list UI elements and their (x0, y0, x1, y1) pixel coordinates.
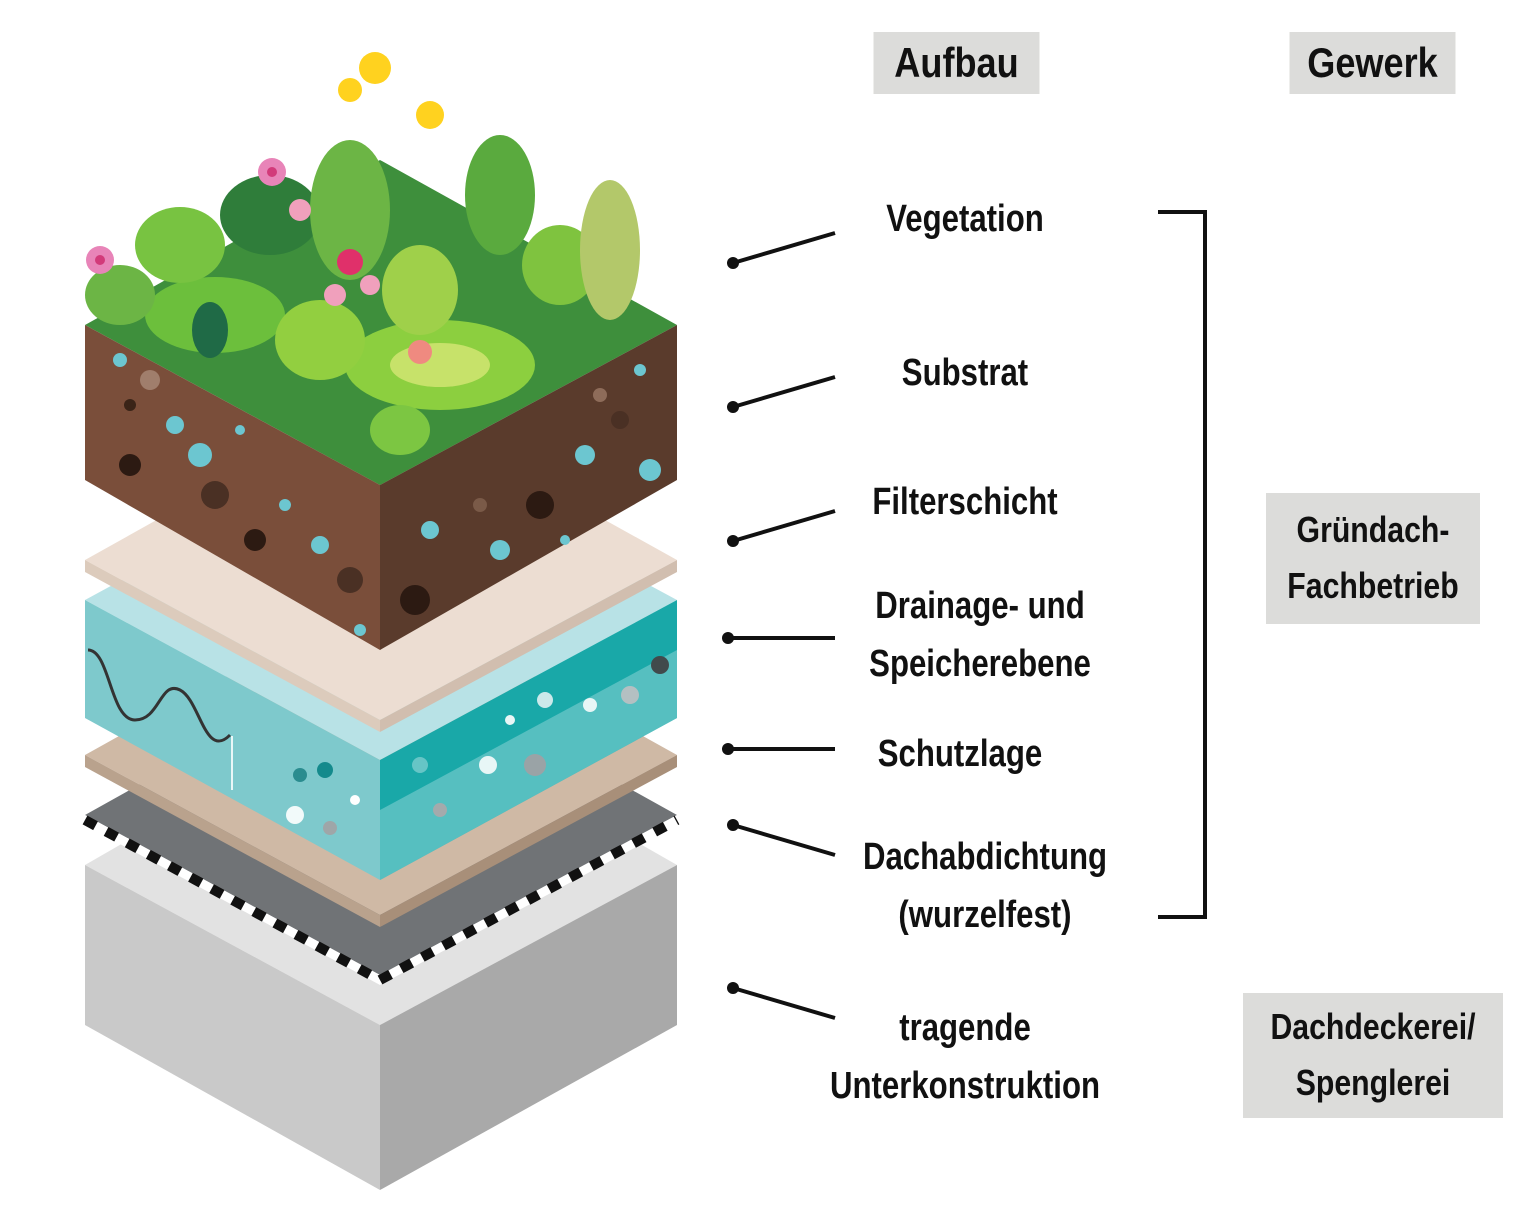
label-drainage: Drainage- und Speicherebene (869, 585, 1091, 685)
header-gewerk: Gewerk (1289, 32, 1456, 94)
label-vegetation: Vegetation (886, 198, 1044, 240)
leader-lines (722, 231, 836, 1020)
trade-gruendach-fachbetrieb: Gründach- Fachbetrieb (1266, 493, 1480, 624)
soil-block (85, 160, 677, 650)
layer-bracket (1158, 210, 1207, 919)
label-filterschicht: Filterschicht (872, 481, 1058, 523)
label-unterkonstruktion: tragende Unterkonstruktion (829, 1007, 1101, 1107)
label-schutzlage: Schutzlage (877, 733, 1043, 775)
label-dachabdichtung: Dachabdichtung (wurzelfest) (862, 836, 1108, 936)
vegetation-plants (85, 52, 640, 455)
trade-dachdeckerei-spenglerei: Dachdeckerei/ Spenglerei (1243, 993, 1503, 1118)
header-aufbau: Aufbau (873, 32, 1040, 94)
label-substrat: Substrat (901, 352, 1029, 394)
